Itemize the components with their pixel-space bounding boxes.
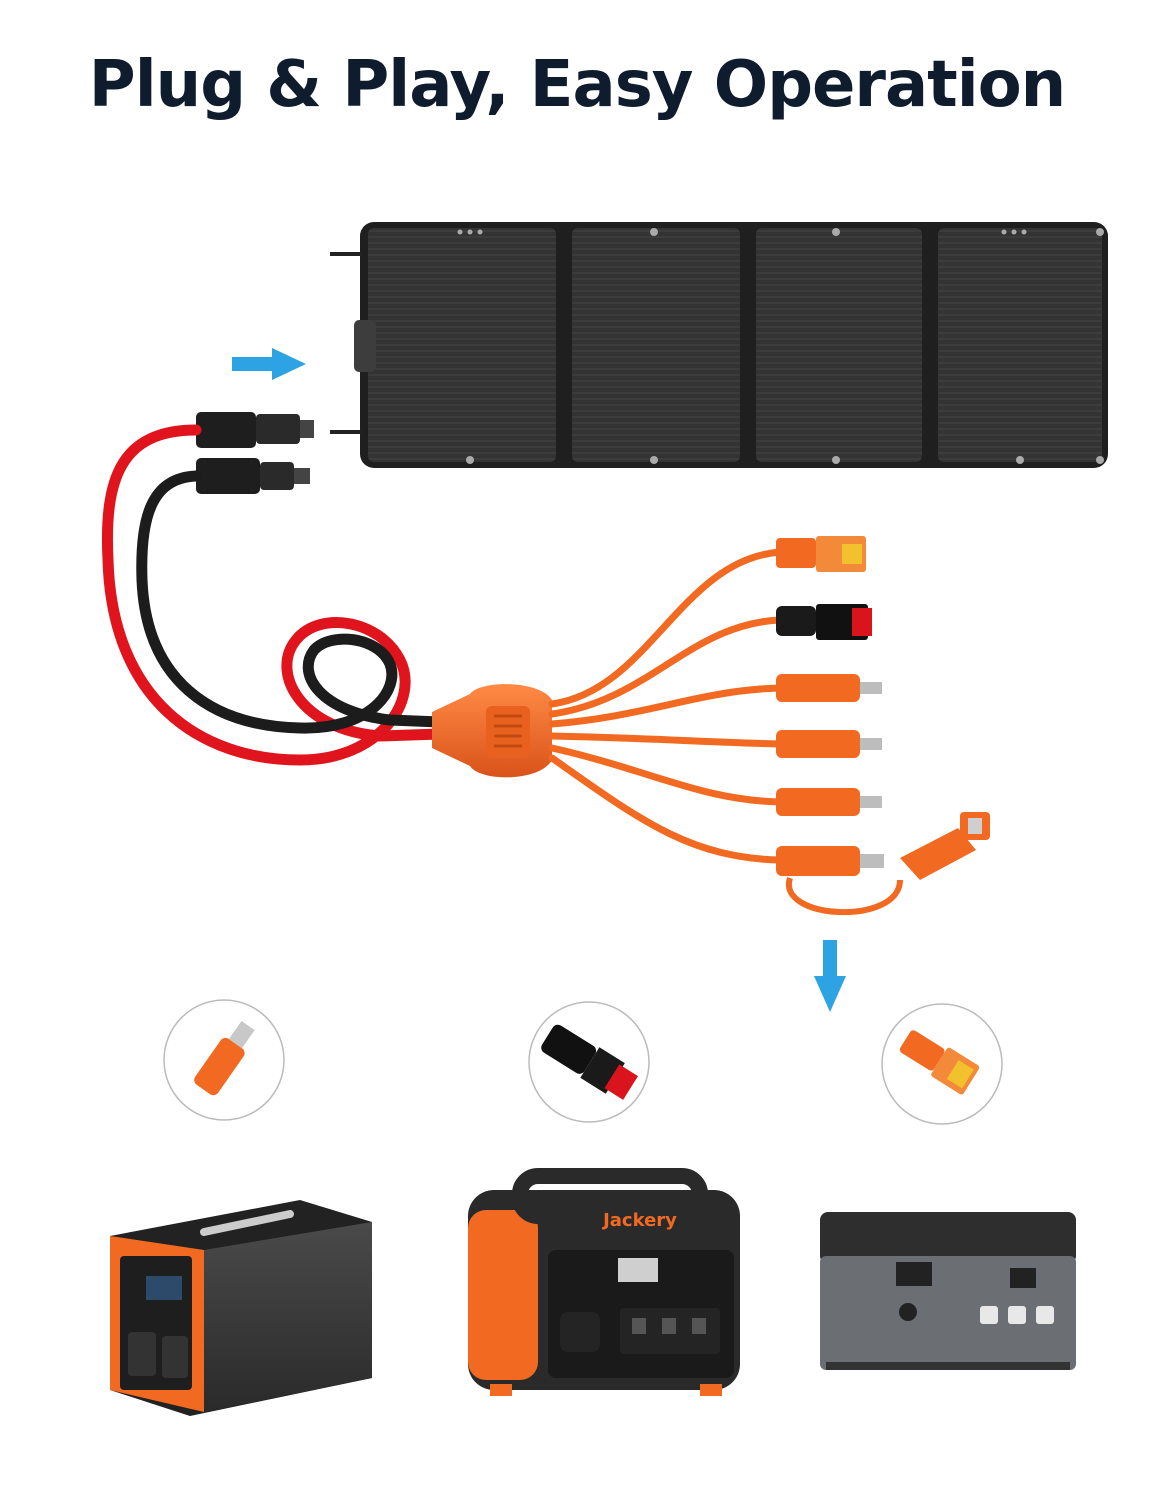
mc4-connector-negative [196,458,310,494]
brand-label: Jackery [601,1210,677,1231]
detail-circle-anderson [528,1001,650,1123]
panel-cell-3 [756,228,922,462]
detail-circle-dc [163,999,285,1121]
mc4-connector-positive [196,412,314,448]
dc-connector-3 [776,788,882,816]
detail-circle-xt60 [881,1003,1003,1125]
panel-cell-4 [938,228,1102,462]
page-title: Plug & Play, Easy Operation [88,48,1066,122]
dc-connector-adapter [776,812,990,916]
splitter-hub [432,684,552,778]
output-branches [548,548,784,864]
xt60-connector [776,536,866,572]
arrow-right-icon [232,348,306,380]
panel-cell-2 [572,228,740,462]
panel-handle [354,320,376,372]
power-station-jackery: Jackery [468,1168,740,1396]
solar-panel [330,222,1108,468]
panel-cell-1 [368,228,556,462]
power-station-right [820,1212,1076,1370]
input-cables [101,424,446,766]
arrow-down-icon [814,940,846,1012]
power-station-left [110,1200,372,1416]
dc-connector-1 [776,674,882,702]
anderson-connector [776,604,872,640]
dc-connector-2 [776,730,882,758]
